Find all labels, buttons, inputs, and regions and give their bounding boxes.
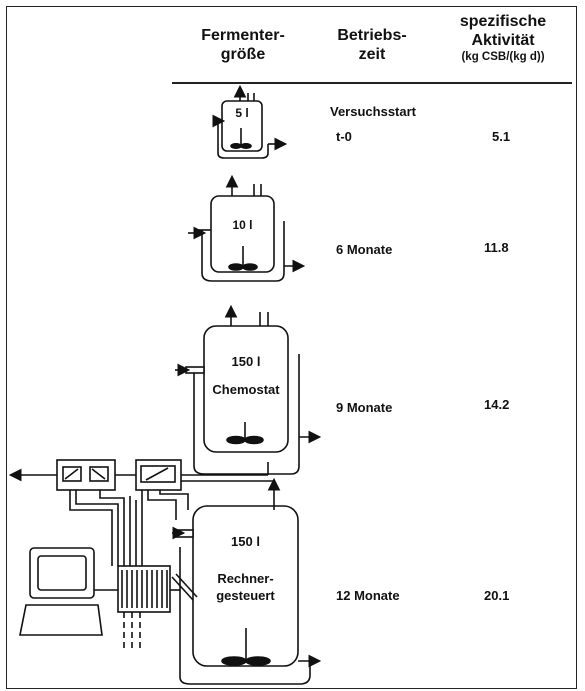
- figure-frame: [6, 6, 577, 689]
- activity-row-1: 5.1: [492, 129, 511, 144]
- header-operating-time: Betriebs- zeit: [322, 26, 422, 64]
- computer-icon: [19, 547, 118, 636]
- header-time-line2: zeit: [358, 46, 386, 63]
- header-act-line1: spezifische: [459, 13, 547, 30]
- time-row-3: 9 Monate: [336, 400, 393, 415]
- activity-row-3: 14.2: [484, 397, 510, 412]
- activity-row-2: 11.8: [484, 240, 509, 255]
- header-rule: [172, 82, 572, 84]
- fermenter-chemostat-mode: Chemostat: [212, 382, 280, 397]
- fermenter-10l-label: 10 l: [232, 218, 253, 232]
- fermenter-chemostat-volume: 150 l: [231, 354, 261, 369]
- header-size-line2: größe: [220, 46, 266, 63]
- time-label-start: Versuchsstart: [330, 104, 416, 119]
- time-row-1: t-0: [336, 129, 352, 144]
- header-time-line1: Betriebs-: [337, 27, 407, 44]
- header-specific-activity: spezifische Aktivität (kg CSB/(kg d)): [438, 12, 568, 64]
- header-act-units: (kg CSB/(kg d)): [461, 51, 545, 63]
- activity-row-4: 20.1: [484, 588, 510, 603]
- fermenter-5l-icon: [212, 84, 288, 159]
- fermenter-5l-label: 5 l: [235, 106, 249, 120]
- fermenter-computer-volume: 150 l: [231, 534, 260, 549]
- fermenter-10l-icon: [188, 174, 306, 282]
- time-row-4: 12 Monate: [336, 588, 400, 603]
- signal-connector-icon: [117, 565, 171, 613]
- computer-mode-line2: gesteuert: [216, 588, 275, 603]
- header-act-line2: Aktivität: [471, 32, 535, 49]
- fermenter-chemostat-icon: [175, 304, 322, 475]
- header-size-line1: Fermenter-: [201, 27, 285, 44]
- computer-mode-line1: Rechner-: [217, 571, 274, 586]
- fermenter-computer-mode: Rechner- gesteuert: [193, 570, 298, 604]
- instrument-panel-left-icon: [56, 459, 116, 491]
- instrument-panel-right-icon: [135, 459, 182, 491]
- header-fermenter-size: Fermenter- größe: [188, 26, 298, 64]
- time-row-2: 6 Monate: [336, 242, 393, 257]
- fermenter-computer-controlled-icon: [171, 505, 322, 685]
